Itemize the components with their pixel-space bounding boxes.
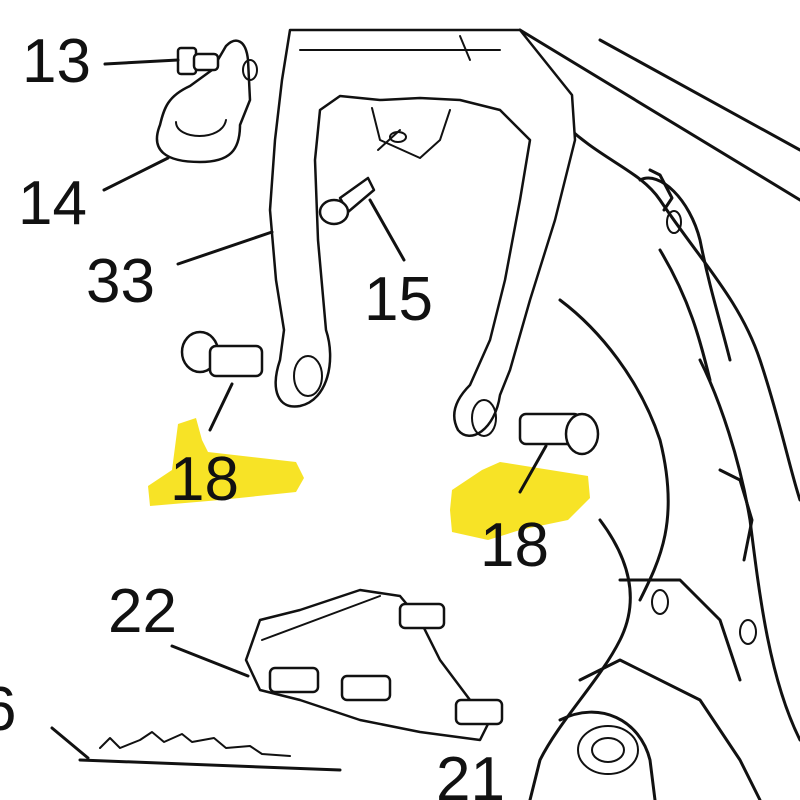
bolt-13 — [176, 46, 220, 76]
callout-18-right: 18 — [480, 511, 549, 580]
callout-14: 14 — [18, 169, 87, 238]
callout-22: 22 — [108, 577, 177, 646]
callout-15: 15 — [364, 265, 433, 334]
callout-13: 13 — [22, 27, 91, 96]
callout-6: 6 — [0, 675, 16, 744]
bracket-22 — [244, 588, 504, 742]
bolt-18-right — [518, 412, 600, 456]
bolt-15 — [318, 129, 401, 226]
callout-33: 33 — [86, 247, 155, 316]
bolt-18-left — [180, 330, 264, 378]
clamp-14 — [155, 39, 258, 164]
callout-21: 21 — [436, 745, 505, 800]
highlight-mark-left — [148, 418, 304, 506]
highlight-mark-right — [450, 462, 590, 540]
chain-6 — [78, 731, 342, 772]
bracket-33 — [268, 28, 577, 437]
leader-lines — [50, 58, 548, 760]
callout-18-left: 18 — [170, 445, 239, 514]
frame-housing — [518, 28, 800, 800]
